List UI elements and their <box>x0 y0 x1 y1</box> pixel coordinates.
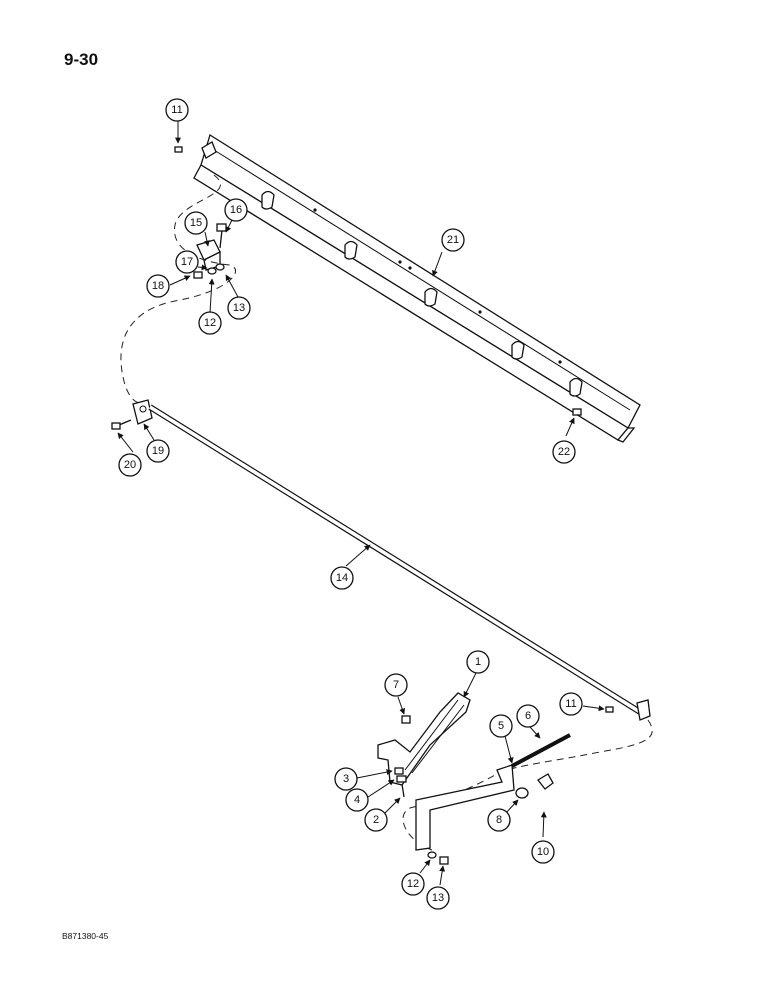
svg-text:12: 12 <box>407 878 419 890</box>
svg-text:10: 10 <box>537 846 549 858</box>
svg-text:19: 19 <box>152 445 164 457</box>
svg-text:22: 22 <box>558 446 570 458</box>
callout-4: 4 <box>345 788 369 812</box>
dashed-path-bottom <box>402 719 653 851</box>
callout-13-bottom: 13 <box>426 886 450 910</box>
bolt-part-22 <box>572 408 582 416</box>
callout-1: 1 <box>466 650 490 674</box>
svg-text:1: 1 <box>475 656 481 668</box>
svg-text:14: 14 <box>336 572 348 584</box>
callout-13-top: 13 <box>227 296 251 320</box>
bolt-part-11-bottom <box>605 706 614 713</box>
arm-part-5 <box>415 733 571 865</box>
svg-text:5: 5 <box>498 720 504 732</box>
svg-text:11: 11 <box>171 104 182 116</box>
callout-12-bottom: 12 <box>401 872 425 896</box>
svg-text:11: 11 <box>565 698 576 710</box>
callout-15: 15 <box>184 211 208 235</box>
svg-text:13: 13 <box>432 892 444 904</box>
clamp-part-19 <box>111 399 153 430</box>
svg-text:13: 13 <box>233 302 245 314</box>
figure-code: B871380-45 <box>62 931 109 941</box>
dashed-path-top <box>120 174 236 403</box>
leader-lines <box>117 121 605 886</box>
lever-part-1 <box>377 692 471 798</box>
callout-6: 6 <box>516 704 540 728</box>
svg-text:7: 7 <box>393 679 399 691</box>
callout-12-top: 12 <box>198 311 222 335</box>
callout-19: 19 <box>146 439 170 463</box>
callout-21: 21 <box>441 228 465 252</box>
callout-17: 17 <box>175 250 199 274</box>
callout-7: 7 <box>384 673 408 697</box>
callout-22: 22 <box>552 440 576 464</box>
callout-3: 3 <box>334 767 358 791</box>
svg-text:12: 12 <box>204 317 216 329</box>
svg-text:8: 8 <box>496 814 502 826</box>
rod-part-14 <box>148 404 651 721</box>
svg-text:15: 15 <box>190 217 202 229</box>
callout-8: 8 <box>487 808 511 832</box>
svg-text:18: 18 <box>152 280 164 292</box>
svg-text:16: 16 <box>230 204 242 216</box>
bolt-part-11-top <box>174 146 183 153</box>
callout-20: 20 <box>118 453 142 477</box>
svg-text:6: 6 <box>525 710 531 722</box>
callout-10: 10 <box>531 840 555 864</box>
callout-18: 18 <box>146 274 170 298</box>
svg-text:17: 17 <box>181 256 193 268</box>
svg-text:21: 21 <box>447 234 459 246</box>
callout-2: 2 <box>364 808 388 832</box>
callout-5: 5 <box>489 714 513 738</box>
rail-part-21 <box>193 133 641 443</box>
svg-text:20: 20 <box>124 459 136 471</box>
svg-text:4: 4 <box>354 794 360 806</box>
callout-16: 16 <box>224 198 248 222</box>
svg-text:3: 3 <box>343 773 349 785</box>
callout-11-bottom: 11 <box>559 692 583 716</box>
callout-11-top: 11 <box>165 98 189 122</box>
callout-14: 14 <box>330 566 354 590</box>
page-number: 9-30 <box>64 50 99 69</box>
svg-text:2: 2 <box>373 814 379 826</box>
